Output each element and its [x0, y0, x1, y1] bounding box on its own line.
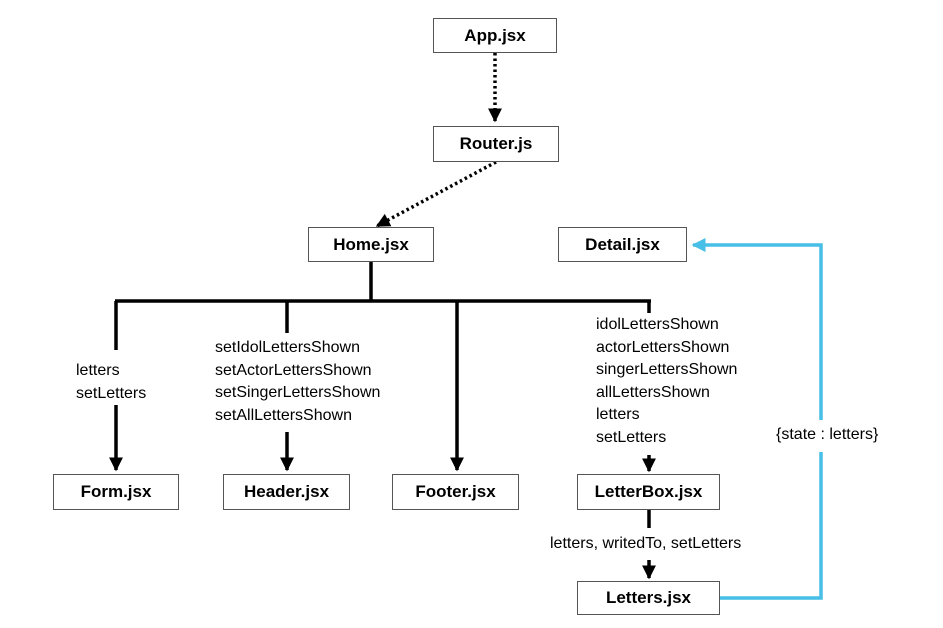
- node-letters: Letters.jsx: [577, 581, 720, 615]
- prop-item: setActorLettersShown: [215, 361, 372, 379]
- node-header: Header.jsx: [223, 474, 350, 510]
- prop-item: actorLettersShown: [596, 338, 730, 356]
- detail-state-label: {state : letters}: [776, 426, 879, 443]
- node-app: App.jsx: [433, 18, 557, 53]
- prop-item: setLetters: [596, 428, 667, 446]
- prop-item: letters: [596, 406, 640, 423]
- edge-letters-detail-lower: [720, 452, 823, 600]
- prop-item: setLetters: [76, 384, 147, 402]
- prop-item: setAllLettersShown: [215, 406, 352, 424]
- letterbox-props-label: idolLettersShown actorLettersShown singe…: [596, 314, 737, 449]
- prop-item: singerLettersShown: [596, 361, 738, 378]
- prop-item: idolLettersShown: [596, 316, 719, 333]
- node-home: Home.jsx: [308, 227, 434, 262]
- prop-item: allLettersShown: [596, 383, 710, 401]
- edge-letters-detail-upper: [691, 238, 823, 420]
- form-props-label: letters setLetters: [76, 360, 146, 405]
- node-letterbox: LetterBox.jsx: [577, 474, 720, 510]
- prop-item: letters: [76, 362, 120, 379]
- prop-item: setSingerLettersShown: [215, 384, 381, 401]
- edge-router-home: [375, 160, 497, 228]
- letters-props-label: letters, writedTo, setLetters: [550, 535, 742, 552]
- node-detail: Detail.jsx: [558, 227, 687, 262]
- node-footer: Footer.jsx: [392, 474, 519, 510]
- header-props-label: setIdolLettersShown setActorLettersShown…: [215, 337, 380, 427]
- node-form: Form.jsx: [53, 474, 179, 510]
- node-router: Router.js: [433, 126, 559, 162]
- prop-item: setIdolLettersShown: [215, 339, 360, 356]
